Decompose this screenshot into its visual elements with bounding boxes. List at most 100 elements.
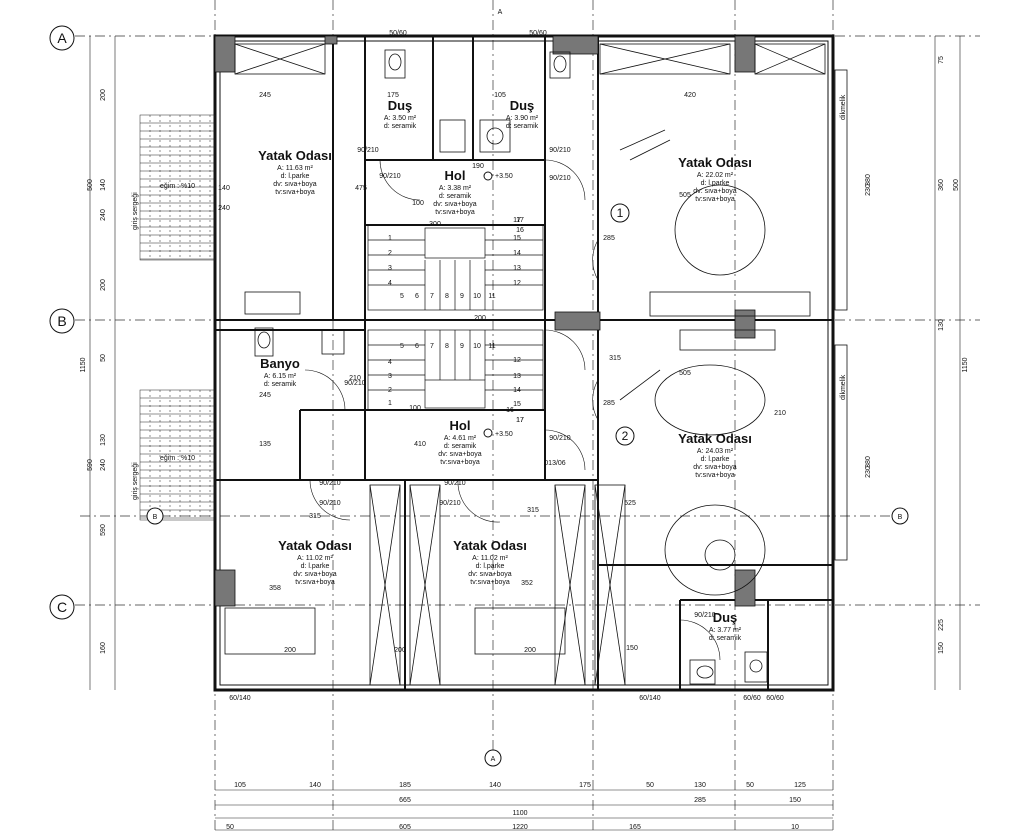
dimension-left: 500 — [87, 179, 94, 191]
room-title: Yatak Odası — [678, 155, 752, 170]
stair-step-top: 3 — [388, 265, 392, 272]
room-title: Duş — [510, 98, 535, 113]
dimension-interior: 505 — [679, 192, 691, 199]
grid-axis-markers: A B C — [49, 25, 75, 620]
dimension-right: 225 — [938, 619, 945, 631]
stair-step-top: 13 — [513, 265, 521, 272]
dimension-right: 500 — [953, 179, 960, 191]
stair-step-top: 12 — [513, 280, 521, 287]
stair-step-top: 8 — [445, 293, 449, 300]
stair-step-bottom: 2 — [388, 387, 392, 394]
room-meta-line: A: 3.90 m² — [506, 115, 539, 122]
door-size-label: 90/210 — [379, 173, 401, 180]
dimension-left: 590 — [100, 524, 107, 536]
room-meta-line: tv:sıva+boya — [695, 196, 735, 203]
room-meta-line: d: seramik — [444, 443, 477, 450]
stair-step-bottom: 6 — [415, 343, 419, 350]
stair-step-top: 10 — [473, 293, 481, 300]
misc-label-right-lower: dikmelik — [840, 374, 847, 400]
stair-step-bottom: 17 — [516, 417, 524, 424]
area-number-1: 1 — [617, 206, 624, 220]
grid-axis-c: C — [49, 594, 75, 620]
room-meta-line: A: 3.38 m² — [439, 185, 472, 192]
room-meta-line: d: seramik — [384, 123, 417, 130]
dimension-left: 240 — [100, 209, 107, 221]
section-mark-b-left: B — [153, 514, 158, 521]
door-size-label: 60/140 — [229, 695, 251, 702]
dimension-interior: 100 — [409, 405, 421, 412]
stair-step-top: 1 — [388, 235, 392, 242]
room-meta-line: tv:sıva+boya — [440, 459, 480, 466]
stair-step-top: 7 — [430, 293, 434, 300]
dimension-interior: 358 — [269, 585, 281, 592]
door-size-label: 90/210 — [344, 380, 366, 387]
stair-step-bottom: 4 — [388, 359, 392, 366]
stair-step-bottom: 15 — [513, 401, 521, 408]
dimension-right: 360 — [938, 179, 945, 191]
misc-labels: dikmelik dikmelik — [840, 94, 847, 400]
stair-step-bottom: 11 — [488, 343, 495, 350]
dimension-bottom-total: 1100 — [512, 810, 527, 817]
stair-step-top: 5 — [400, 293, 404, 300]
dimension-interior: 240 — [218, 205, 230, 212]
room-meta-line: dv: sıva+boya — [273, 181, 316, 188]
dimension-right: 230 — [865, 184, 872, 196]
dimension-interior: 410 — [414, 441, 426, 448]
dimension-bottom-1: 140 — [489, 782, 501, 789]
room-meta-line: d: l.parke — [281, 173, 310, 180]
dimension-right: 75 — [938, 56, 945, 64]
dimension-bottom-4: 50 — [226, 824, 234, 831]
door-size-label: 013/06 — [544, 460, 566, 467]
door-size-label: 90/210 — [444, 480, 466, 487]
beds — [224, 291, 811, 655]
stair-step-bottom: 3 — [388, 373, 392, 380]
dimension-bottom-1: 50 — [646, 782, 654, 789]
dimension-left-outer: 1150 — [80, 357, 87, 372]
stair-step-top: 11 — [488, 293, 495, 300]
dimension-interior: 200 — [284, 647, 296, 654]
door-size-label: 90/210 — [439, 500, 461, 507]
room-meta-line: A: 11.63 m² — [277, 165, 313, 172]
dimension-interior: 315 — [609, 355, 621, 362]
ramp-slope-label-lower: eğim : %10 — [160, 455, 195, 462]
dimension-interior: 300 — [429, 221, 441, 228]
level-mark-mid: +3.50 — [495, 431, 513, 438]
stair-step-bottom: 8 — [445, 343, 449, 350]
dimension-interior: 315 — [309, 513, 321, 520]
dimension-left: 240 — [100, 459, 107, 471]
room-meta-line: A: 11.02 m² — [472, 555, 508, 562]
stair-step-top: 16 — [516, 227, 524, 234]
stair-step-bottom: 14 — [513, 387, 521, 394]
room-meta-line: A: 22.02 m² — [697, 172, 734, 179]
dimension-lines — [89, 36, 961, 831]
hand-sketch-marks — [619, 129, 766, 596]
dimension-bottom-2: 285 — [694, 797, 706, 804]
dimension-interior: 285 — [603, 400, 615, 407]
level-marks: +3.50 +3.50 — [483, 171, 513, 438]
dimension-right: 380 — [865, 174, 872, 186]
stair-step-bottom: 10 — [473, 343, 481, 350]
stair-step-bottom: 7 — [430, 343, 434, 350]
dimension-interior: 200 — [524, 647, 536, 654]
dimension-interior: 210 — [349, 375, 361, 382]
room-meta-line: d: l.parke — [701, 456, 730, 463]
room-meta-line: d: l.parke — [476, 563, 505, 570]
room-meta-line: A: 6.15 m² — [264, 373, 297, 380]
ramp-slope-label-upper: eğim : %10 — [160, 183, 195, 190]
room-meta-line: A: 11.02 m² — [297, 555, 333, 562]
stair-step-bottom: 9 — [460, 343, 464, 350]
stair-step-bottom: 12 — [513, 357, 521, 364]
door-size-label: 60/60 — [743, 695, 761, 702]
stair-step-top: 14 — [513, 250, 521, 257]
room-title: Banyo — [260, 356, 300, 371]
windows — [234, 43, 848, 686]
dimension-bottom-1: 105 — [234, 782, 246, 789]
dimension-interior: 475 — [355, 185, 367, 192]
exterior-walls — [213, 34, 835, 692]
dimension-left: 200 — [100, 279, 107, 291]
